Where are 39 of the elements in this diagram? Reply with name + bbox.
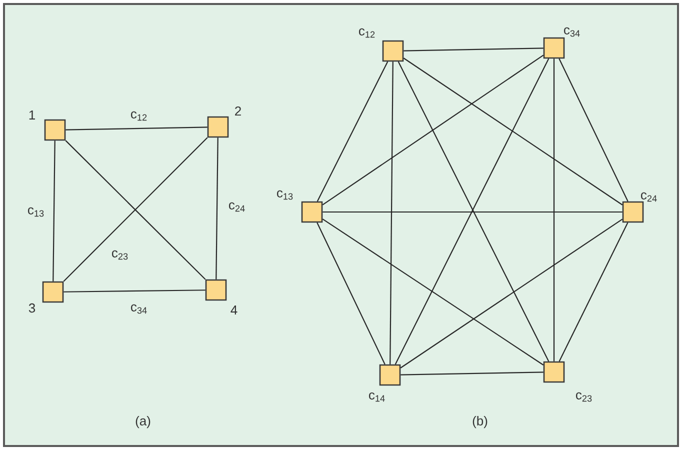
connector-line	[322, 218, 544, 366]
node-label: c$_{23}$	[576, 392, 592, 402]
connector-line	[400, 218, 623, 368]
node-label: 4	[230, 306, 238, 314]
square-node	[301, 201, 323, 223]
node-label: c$_{13}$	[277, 190, 293, 200]
square-node	[207, 116, 229, 138]
square-node	[543, 37, 565, 59]
connector-line	[316, 222, 386, 365]
connector-line	[400, 372, 544, 376]
node-label: c$_{34}$	[564, 27, 580, 37]
connector-line	[322, 211, 622, 213]
connector-line	[553, 58, 555, 362]
connector-line	[316, 61, 388, 202]
square-node	[379, 364, 401, 386]
connector-line	[558, 222, 628, 362]
node-label: c$_{12}$	[359, 28, 375, 38]
connector-line	[390, 62, 394, 364]
square-node	[42, 281, 64, 303]
subfigure-label: (b)	[472, 416, 488, 428]
subfigure-label: (a)	[136, 416, 150, 428]
square-node	[543, 361, 565, 383]
connector-line	[216, 138, 218, 280]
connector-line	[404, 48, 544, 52]
square-node	[205, 279, 227, 301]
node-label: 3	[28, 303, 36, 313]
connector-line	[64, 290, 206, 292]
square-node	[622, 201, 644, 223]
connector-line	[322, 54, 544, 206]
connector-line	[66, 126, 208, 130]
connector-line	[558, 58, 628, 202]
connector-line	[403, 58, 623, 206]
node-label: 1	[29, 110, 35, 120]
node-label: c$_{24}$	[641, 192, 657, 202]
square-node	[382, 40, 404, 62]
connector-line	[52, 140, 56, 282]
node-label: c$_{14}$	[369, 392, 385, 402]
node-label: 2	[235, 106, 241, 116]
square-node	[44, 119, 66, 141]
